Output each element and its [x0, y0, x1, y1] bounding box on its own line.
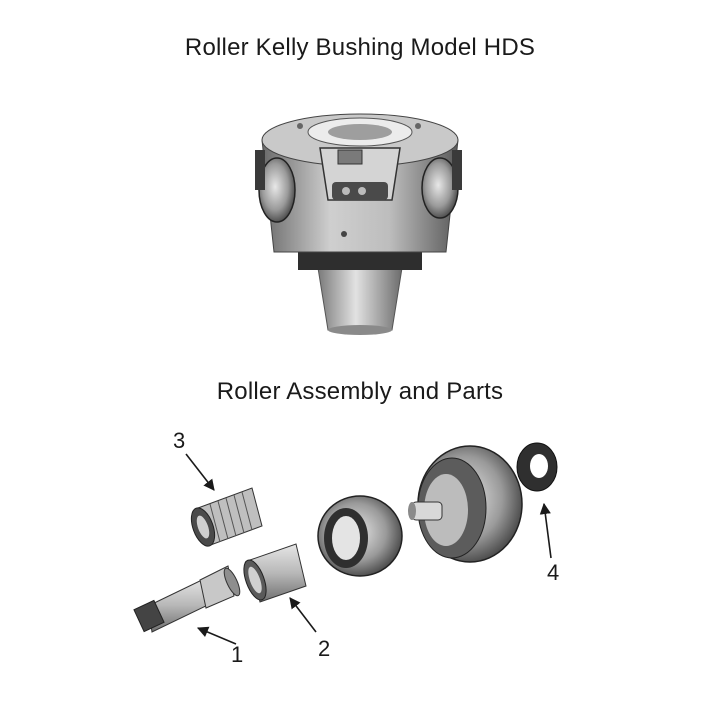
- parts-section-title: Roller Assembly and Parts: [216, 378, 504, 405]
- callout-label-3: 3: [173, 428, 185, 453]
- arrow-2: [289, 597, 317, 633]
- callout-label-2: 2: [318, 636, 330, 661]
- kelly-bushing-illustration: [255, 113, 462, 335]
- callout-arrows: [185, 453, 552, 645]
- arrow-4: [539, 502, 552, 559]
- roller-hub: [317, 495, 403, 577]
- callout-label-4: 4: [547, 560, 559, 585]
- callout-label-1: 1: [231, 642, 243, 667]
- arrow-1: [196, 626, 237, 645]
- part-1-shaft: [133, 565, 241, 633]
- part-3-needle-bearing: [190, 487, 263, 547]
- part-2-sleeve: [243, 543, 307, 603]
- diagram-title: Roller Kelly Bushing Model HDS: [184, 34, 536, 61]
- arrow-3: [185, 453, 215, 491]
- part-4-washer: [516, 442, 558, 492]
- grooved-roller-wheel: [408, 445, 523, 563]
